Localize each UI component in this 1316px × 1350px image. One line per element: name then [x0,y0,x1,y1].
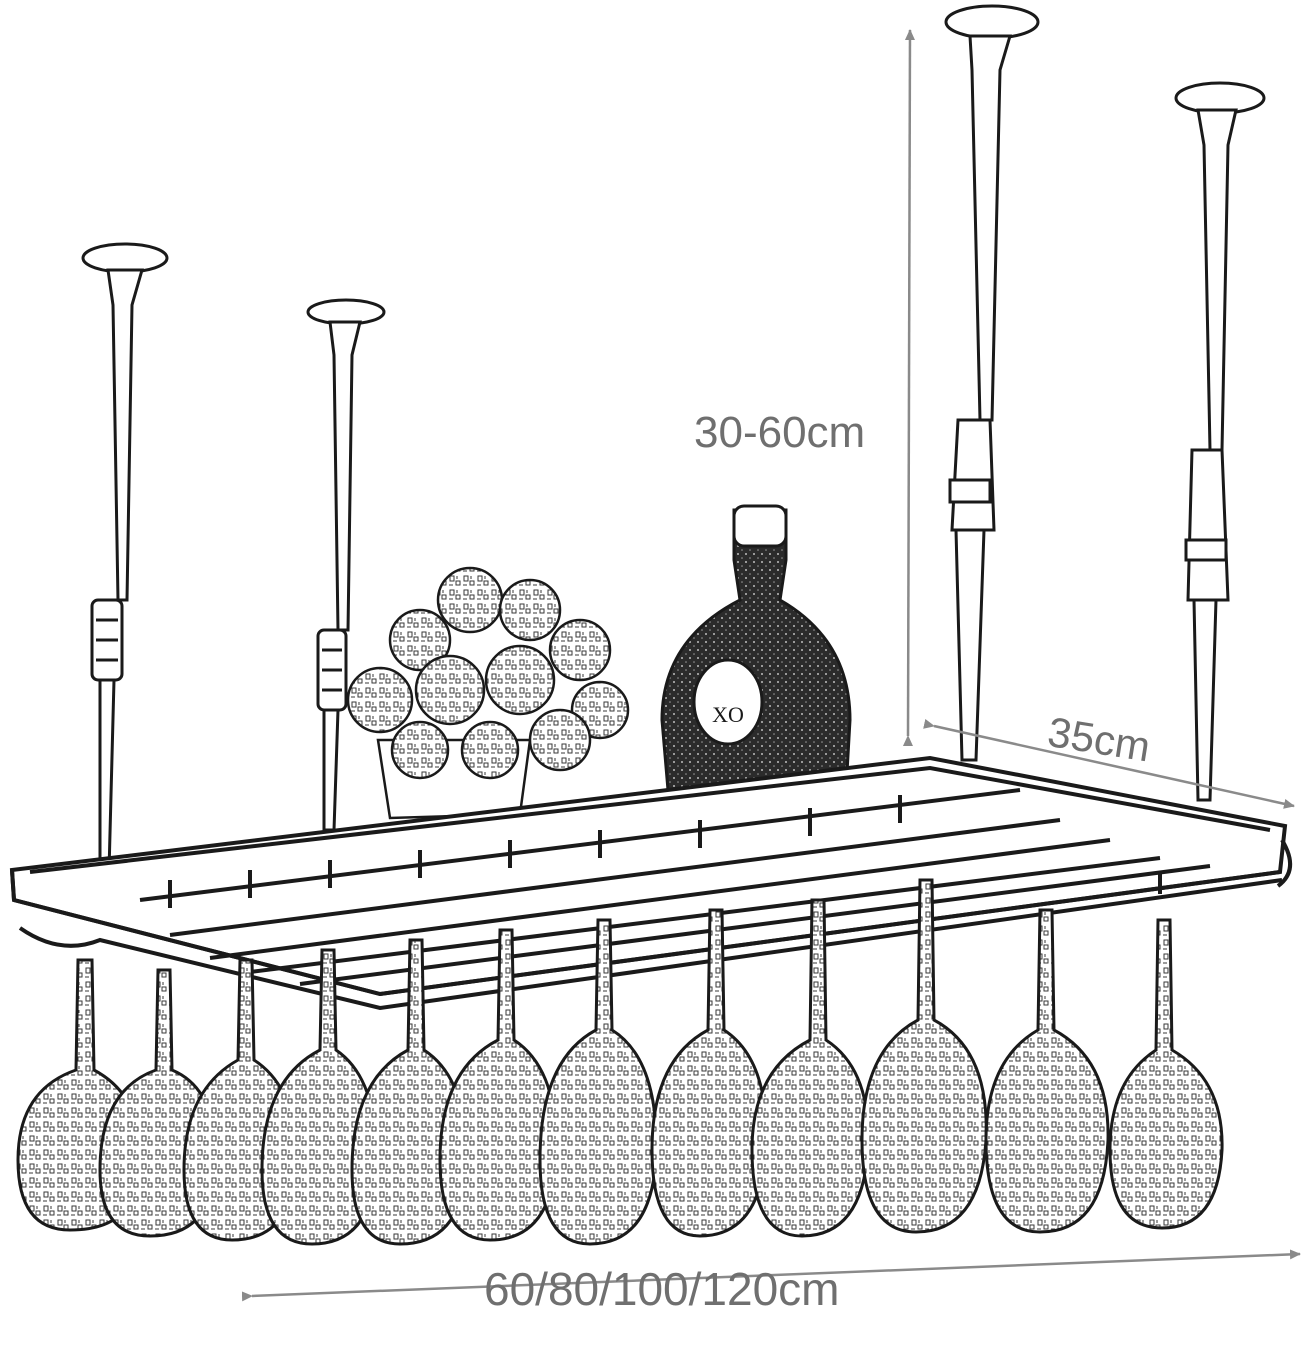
cognac-bottle: XO [660,504,852,792]
wine-glass [860,878,988,1234]
wine-glasses [16,878,1224,1246]
ceiling-rod-front-left [81,242,169,912]
ceiling-rod-back-left [306,298,386,832]
depth-dimension-line [923,718,1295,809]
bottle-label: XO [712,702,744,727]
ceiling-rod-back-right [1174,81,1266,802]
dimension-lines [241,29,1301,1302]
wine-glass [1108,918,1224,1230]
wine-glass [538,918,658,1246]
width-label: 60/80/100/120cm [484,1263,840,1315]
wine-glass [650,908,768,1238]
flower-bouquet [346,566,630,820]
height-label: 30-60cm [694,408,866,457]
width-dimension-line [241,1249,1301,1302]
wine-glass [750,898,870,1238]
wine-glass [984,908,1110,1234]
ceiling-rod-front-right [944,4,1040,762]
height-dimension-line [902,29,915,747]
rack-frame [9,755,1292,1011]
